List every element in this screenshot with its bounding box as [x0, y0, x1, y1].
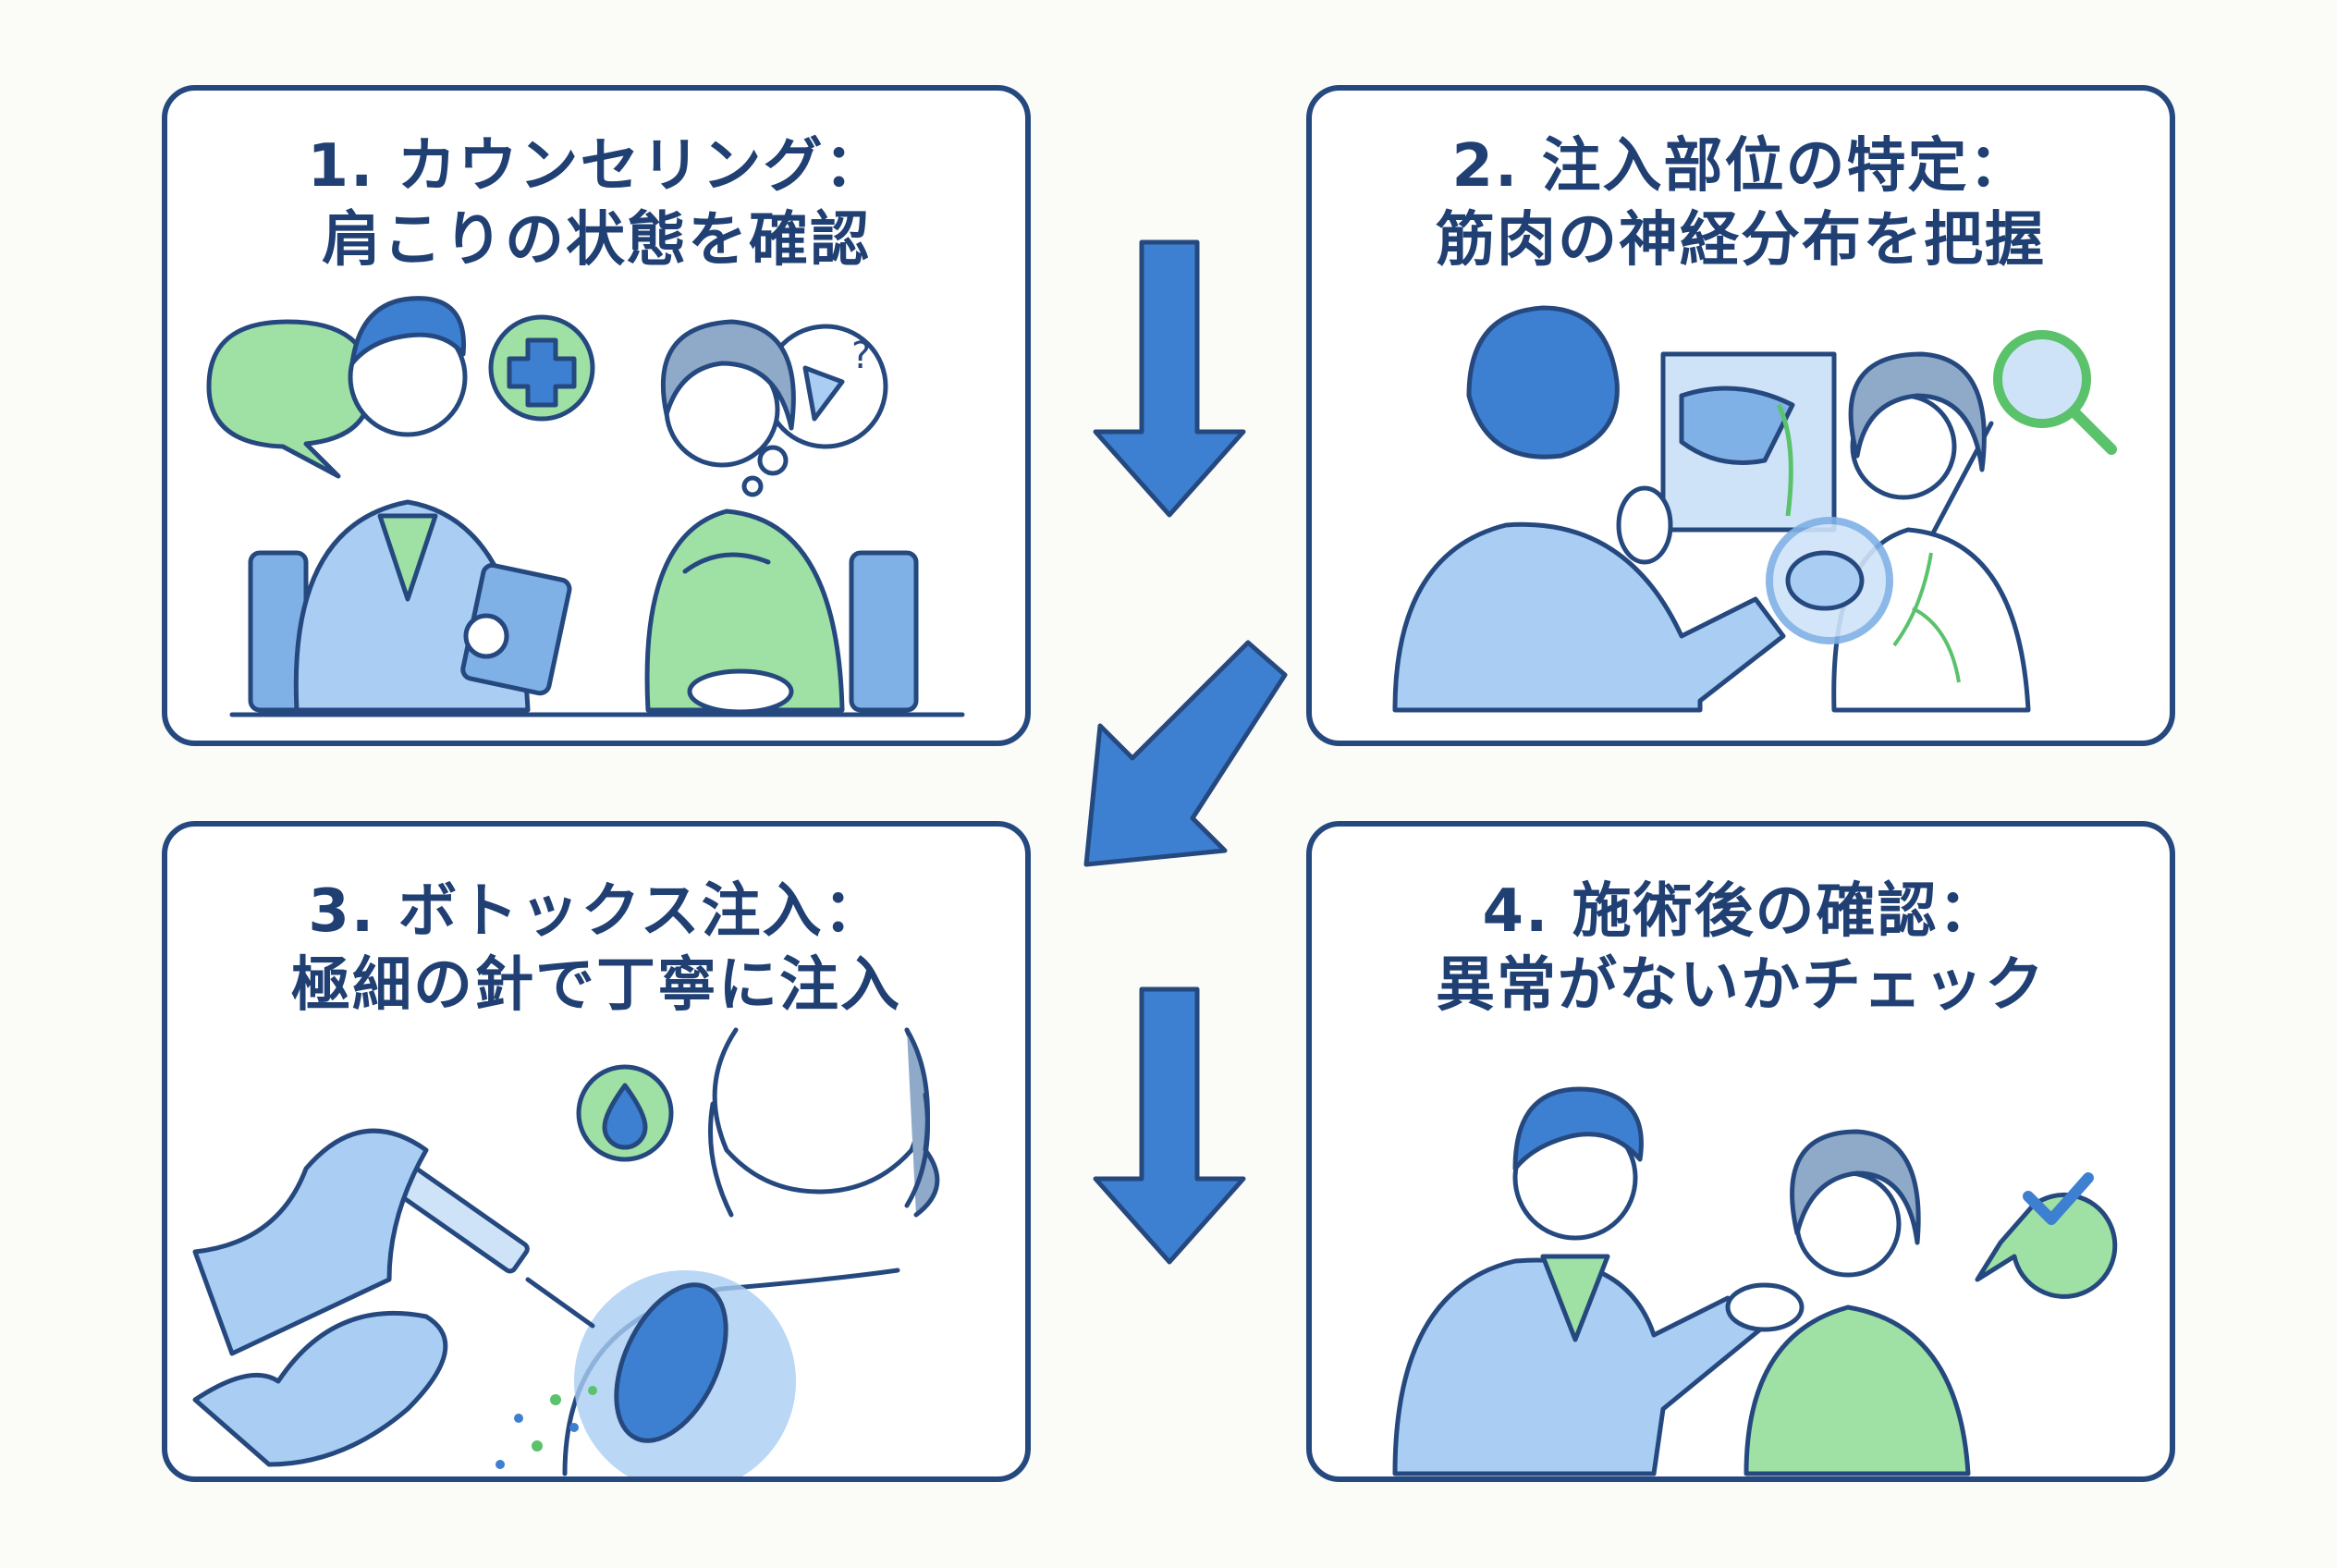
step-title-line1: 2. 注入部位の特定：: [1451, 132, 2030, 201]
injection-illustration: [192, 1027, 940, 1476]
aftercare-illustration: [1392, 1086, 2118, 1476]
droplet-icon: [576, 1064, 674, 1162]
speech-bubble-icon: [206, 319, 373, 479]
step-title-line2: 筋肉の神経分布を把握: [1436, 206, 2046, 275]
step-title-line2: 異常がないかチェック: [1436, 951, 2046, 1020]
checkmark-icon: [1975, 1172, 2118, 1299]
step-card-injection: 3. ボトックス注入： 極細の針で丁寧に注入: [162, 821, 1031, 1482]
step-title: 1. カウンセリング： 肩こりの状態を確認: [167, 129, 1025, 277]
step-card-aftercare: 4. 施術後の確認： 異常がないかチェック: [1306, 821, 2175, 1482]
step-card-target-site: 2. 注入部位の特定： 筋肉の神経分布を把握: [1306, 85, 2175, 746]
step-title: 3. ボトックス注入： 極細の針で丁寧に注入: [167, 875, 1025, 1023]
step-title-line2: 極細の針で丁寧に注入: [291, 951, 901, 1020]
arrow-down-top-center: [1093, 239, 1246, 518]
doctor-figure: [1392, 1086, 1768, 1476]
counseling-illustration: ?: [206, 296, 965, 717]
patient-figure: [1766, 351, 2031, 713]
patient-figure: [1725, 1129, 1971, 1476]
target-site-illustration: [1392, 305, 2117, 713]
thought-bubble-icon: ?: [741, 324, 888, 497]
patient-figure: [644, 319, 845, 715]
doctor-figure: [293, 296, 572, 713]
nerve-map-icon: [1892, 552, 1961, 683]
medical-cross-icon: [488, 314, 595, 422]
step-title-line1: 1. カウンセリング：: [307, 132, 886, 201]
doctor-figure: [1392, 305, 1786, 713]
arrow-diagonal-center: [1083, 640, 1288, 867]
step-title: 4. 施術後の確認： 異常がないかチェック: [1312, 875, 2170, 1023]
svg-text:?: ?: [851, 335, 871, 377]
step-title: 2. 注入部位の特定： 筋肉の神経分布を把握: [1312, 129, 2170, 277]
patient-figure: [562, 1027, 940, 1476]
particles: [496, 1386, 597, 1469]
x-ray-panel-icon: [1660, 351, 1837, 533]
glove-icon: [192, 1128, 448, 1467]
step-title-line1: 3. ボトックス注入：: [308, 877, 885, 946]
step-title-line1: 4. 施術後の確認：: [1482, 877, 2000, 946]
step-card-counseling: 1. カウンセリング： 肩こりの状態を確認 ?: [162, 85, 1031, 746]
step-title-line2: 肩こりの状態を確認: [322, 206, 871, 275]
arrow-down-bottom-center: [1093, 986, 1246, 1265]
